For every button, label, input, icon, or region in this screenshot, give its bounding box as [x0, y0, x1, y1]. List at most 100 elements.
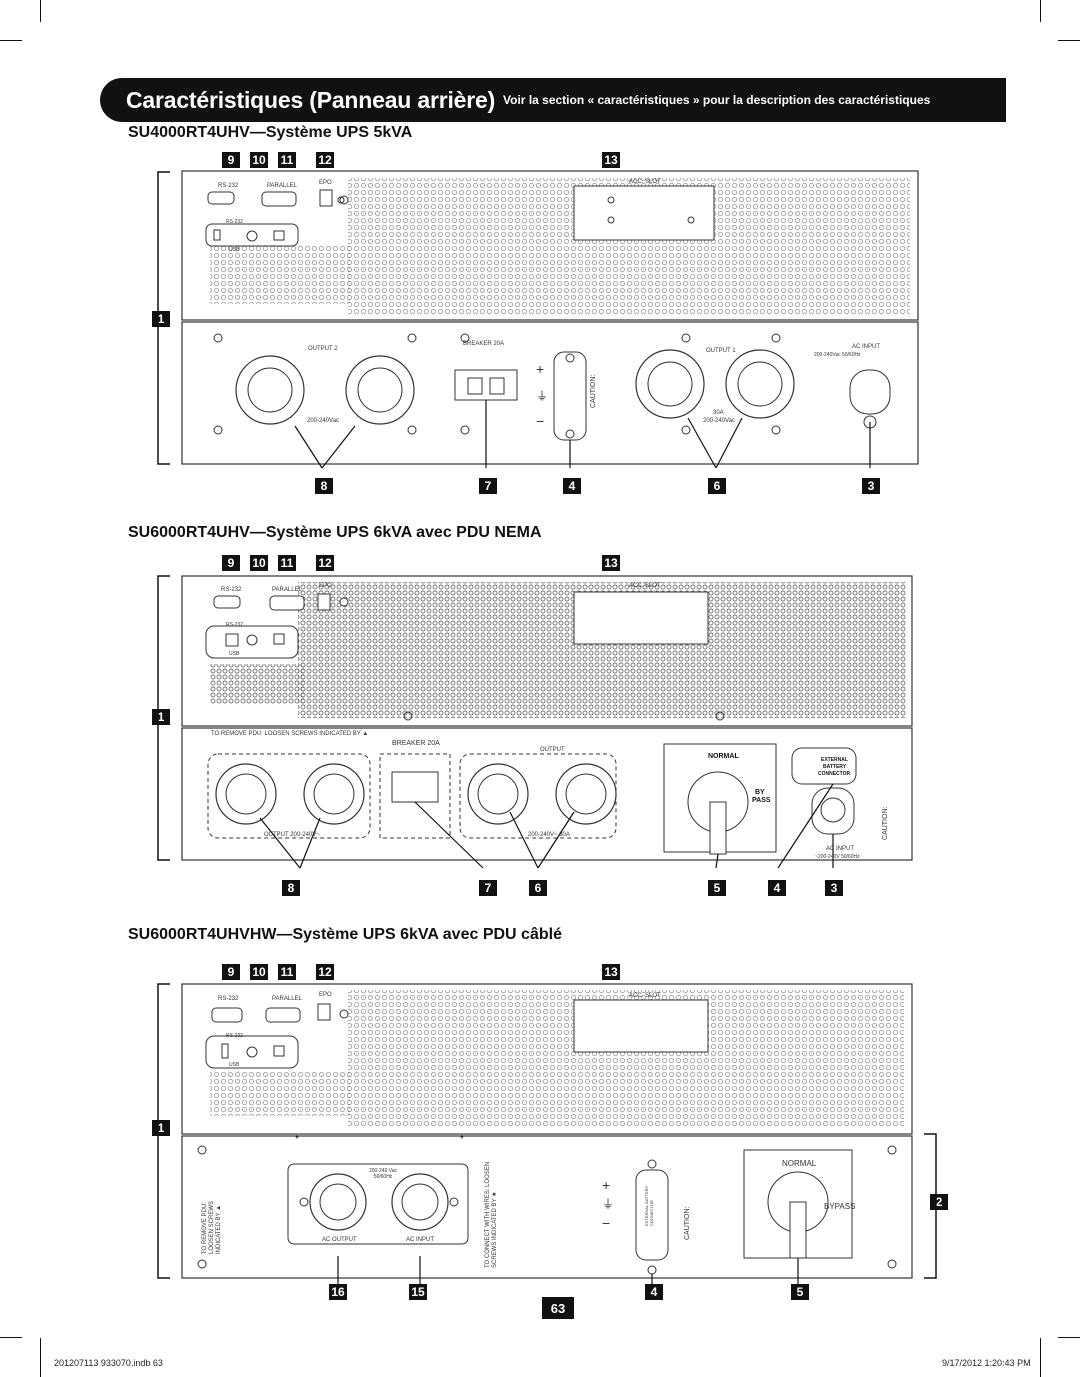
- pdu-removal-note: TO REMOVE PDU: LOOSEN SCREWS INDICATED B…: [211, 731, 369, 737]
- callout-13: 13: [602, 555, 620, 571]
- acc-slot-label: ACC. SLOT: [629, 583, 661, 589]
- page-number: 63: [542, 1297, 574, 1319]
- acc-slot-label: ACC. SLOT: [629, 179, 661, 185]
- callout-13: 13: [602, 964, 620, 980]
- parallel-label: PARALLEL: [267, 183, 297, 189]
- parallel-label: PARALLEL: [272, 996, 302, 1002]
- callout-1: 1: [152, 1120, 170, 1136]
- crop-mark: [0, 40, 22, 41]
- crop-mark: [1058, 1337, 1080, 1338]
- bypass-label: BYPASS: [824, 1202, 856, 1211]
- connect-wires-note: TO CONNECT WITH WIRES: LOOSEN SCREWS IND…: [485, 1161, 498, 1268]
- svg-text:−: −: [602, 1215, 610, 1231]
- rear-panel-su4000: + ⏚ −: [157, 170, 919, 469]
- ac-input-label: AC INPUT: [852, 344, 881, 350]
- caution-label: CAUTION:: [684, 1206, 691, 1240]
- svg-text:*: *: [295, 1134, 299, 1145]
- crop-mark: [1040, 0, 1041, 22]
- crop-mark: [40, 1338, 41, 1377]
- callout-1: 1: [152, 709, 170, 725]
- usb-label: USB: [229, 651, 240, 657]
- rear-panel-su6000: [157, 575, 913, 869]
- epo-label: EPO: [319, 180, 332, 186]
- output-spec: 200-240 Vac 50/60Hz: [369, 1168, 397, 1180]
- page-title: Caractéristiques (Panneau arrière): [126, 86, 496, 113]
- output-amp-right: 30A: [713, 410, 724, 416]
- callout-7: 7: [479, 478, 497, 494]
- callout-5: 5: [791, 1284, 809, 1300]
- normal-label: NORMAL: [708, 753, 739, 760]
- callout-15: 15: [409, 1284, 427, 1300]
- callout-4: 4: [645, 1284, 663, 1300]
- rs232-label: RS-232: [218, 996, 239, 1002]
- caution-label: CAUTION:: [882, 806, 889, 840]
- callout-2: 2: [930, 1194, 948, 1210]
- rs232-small-label: RS-232: [226, 1033, 243, 1039]
- crop-mark: [0, 1337, 22, 1338]
- breaker-label: BREAKER 20A: [392, 740, 440, 747]
- normal-label: NORMAL: [782, 1159, 817, 1168]
- output-label: OUTPUT: [540, 747, 565, 753]
- output-spec-left: OUTPUT 200-240V~: [264, 832, 320, 838]
- section-title-su6000: SU6000RT4UHV—Système UPS 6kVA avec PDU N…: [128, 524, 542, 541]
- callout-7: 7: [479, 880, 497, 896]
- callout-3: 3: [862, 478, 880, 494]
- section-title-su4000: SU4000RT4UHV—Système UPS 5kVA: [128, 124, 413, 141]
- svg-text:+: +: [536, 361, 544, 377]
- bypass-label-2: PASS: [752, 797, 771, 804]
- crop-mark: [40, 0, 41, 22]
- epo-label: EPO: [319, 583, 332, 589]
- bypass-label-1: BY: [755, 789, 765, 796]
- callout-9: 9: [222, 964, 240, 980]
- callout-12: 12: [316, 555, 334, 571]
- callout-8: 8: [282, 880, 300, 896]
- acc-slot-label: ACC. SLOT: [629, 993, 661, 999]
- callout-3: 3: [825, 880, 843, 896]
- usb-label: USB: [229, 1062, 240, 1068]
- svg-text:⏚: ⏚: [602, 1197, 614, 1211]
- callout-6: 6: [708, 478, 726, 494]
- callout-11: 11: [278, 964, 296, 980]
- ac-output-label: AC OUTPUT: [322, 1237, 357, 1243]
- rs232-label: RS-232: [221, 587, 242, 593]
- ac-input-label: AC INPUT: [406, 1237, 435, 1243]
- output-voltage-left: 200-240Vac: [307, 418, 339, 424]
- ac-input-spec: ~200-240V 50/60Hz: [815, 854, 860, 860]
- callout-5: 5: [708, 880, 726, 896]
- callout-12: 12: [316, 964, 334, 980]
- ac-input-label: AC INPUT: [826, 846, 855, 852]
- crop-mark: [1058, 40, 1080, 41]
- output-spec-right: 200-240V~ 30A: [528, 832, 570, 838]
- callout-8: 8: [315, 478, 333, 494]
- output2-label: OUTPUT 2: [308, 346, 338, 352]
- svg-text:−: −: [536, 413, 544, 429]
- callout-12: 12: [316, 152, 334, 168]
- section-title-su6000hw: SU6000RT4UHVHW—Système UPS 6kVA avec PDU…: [128, 926, 562, 943]
- crop-mark: [1040, 1338, 1041, 1377]
- callout-1: 1: [152, 311, 170, 327]
- ac-input-spec: 200-240Vac 50/60Hz: [814, 352, 861, 358]
- usb-label: USB: [229, 247, 240, 253]
- svg-text:*: *: [460, 1134, 464, 1145]
- callout-10: 10: [250, 152, 268, 168]
- callout-6: 6: [529, 880, 547, 896]
- callout-4: 4: [563, 478, 581, 494]
- epo-label: EPO: [319, 992, 332, 998]
- output1-label: OUTPUT 1: [706, 348, 736, 354]
- footer-timestamp: 9/17/2012 1:20:43 PM: [942, 1358, 1031, 1368]
- page-subtitle: Voir la section « caractéristiques » pou…: [503, 93, 931, 107]
- footer-file-info: 201207113 933070.indb 63: [54, 1358, 163, 1368]
- ext-battery-label-1: EXTERNAL: [821, 757, 848, 763]
- ext-battery-label-3: CONNECTOR: [818, 771, 851, 777]
- svg-text:⏚: ⏚: [536, 389, 548, 403]
- callout-11: 11: [278, 555, 296, 571]
- caution-label: CAUTION:: [590, 374, 597, 408]
- rear-panel-su6000hw: * * + ⏚ −: [157, 983, 937, 1284]
- rs232-label: RS-232: [218, 183, 239, 189]
- header-banner: Caractéristiques (Panneau arrière) Voir …: [100, 78, 1006, 122]
- callout-9: 9: [222, 555, 240, 571]
- output-voltage-right: 200-240Vac: [703, 418, 735, 424]
- callout-11: 11: [278, 152, 296, 168]
- callout-4: 4: [768, 880, 786, 896]
- callout-16: 16: [329, 1284, 347, 1300]
